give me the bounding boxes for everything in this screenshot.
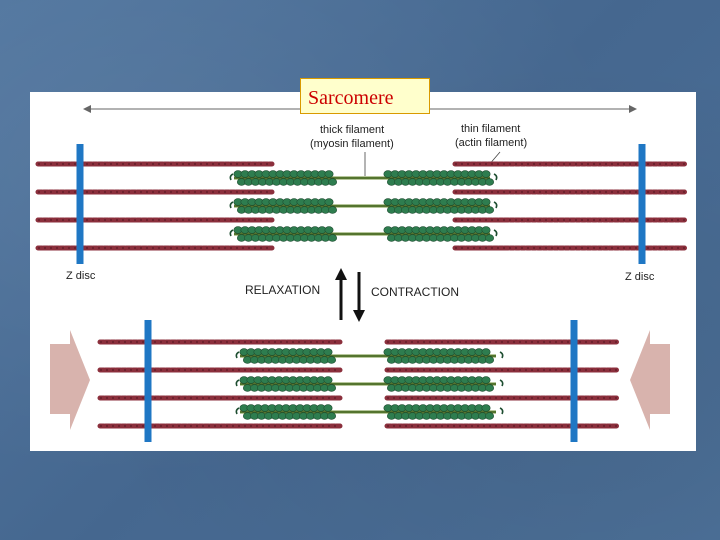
diagram-canvas	[35, 105, 689, 442]
myosin-filament	[229, 170, 498, 186]
page-title: Sarcomere	[308, 87, 394, 109]
z-disc-right-label: Z disc	[625, 271, 655, 283]
z-disc-left-label: Z disc	[66, 270, 96, 282]
myosin-filament	[235, 376, 504, 392]
inward-arrow-icon	[50, 330, 90, 430]
actin-filament-label: (actin filament)	[455, 137, 528, 149]
myosin-filament	[229, 198, 498, 214]
up-down-arrows-icon	[335, 268, 365, 322]
myosin-filament	[235, 404, 504, 420]
thick-filament-label: thick filament	[320, 124, 385, 136]
relaxed-sarcomere	[35, 144, 689, 264]
thin-filament-label: thin filament	[461, 123, 521, 135]
contraction-label: CONTRACTION	[371, 285, 459, 299]
title-box: Sarcomere	[300, 78, 430, 114]
sarcomere-diagram: thick filament (myosin filament) thin fi…	[30, 92, 696, 451]
myosin-filament	[235, 348, 504, 364]
contracted-sarcomere	[97, 320, 621, 442]
myosin-filament	[229, 226, 498, 242]
inward-arrow-icon	[630, 330, 670, 430]
relaxation-label: RELAXATION	[245, 283, 321, 297]
myosin-filament-label: (myosin filament)	[310, 138, 394, 150]
